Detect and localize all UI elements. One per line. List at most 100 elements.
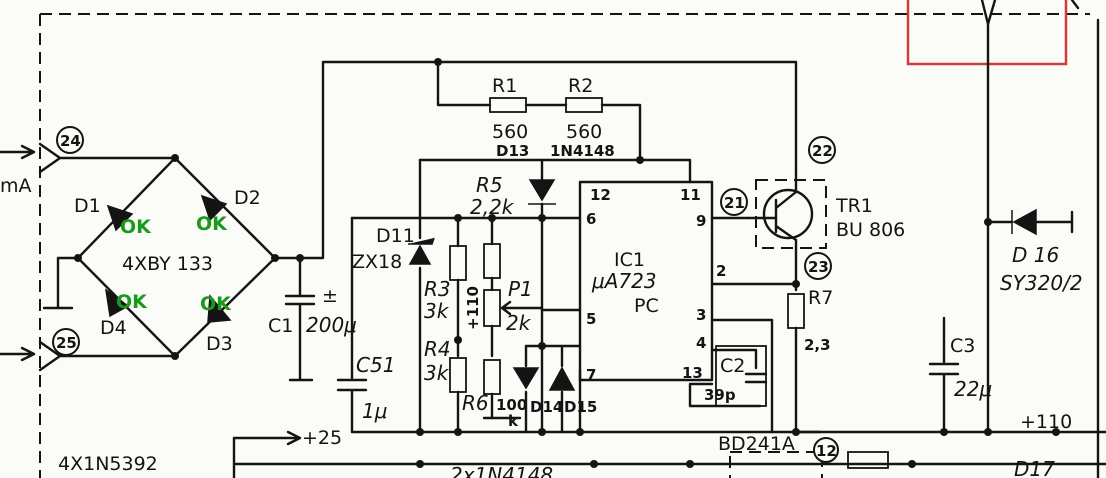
r2-label: R2: [568, 75, 593, 97]
node-110-1056: [1052, 428, 1060, 436]
r4-value-label: 3k: [424, 361, 450, 385]
d14-label: D14: [530, 398, 563, 416]
terminal-22: [808, 136, 836, 164]
c2-plates: [688, 372, 768, 408]
pin-13-label: 13: [682, 364, 703, 382]
top-connector-lines: [980, 0, 1080, 26]
wire-pin4: [710, 348, 758, 370]
tr1-type-label: BU 806: [836, 219, 905, 241]
d11-type-label: ZX18: [352, 251, 402, 273]
node-bus-pin11: [636, 156, 644, 164]
zener-d11-symbol: [408, 237, 435, 265]
wire-d14-d15: [524, 344, 582, 434]
terminal-24-label: 24: [60, 132, 81, 150]
tr1-body: [762, 188, 814, 240]
node-d16: [984, 218, 992, 226]
terminal-25: [52, 328, 80, 356]
resistor-r2: [565, 97, 603, 113]
diode-d2-symbol: [200, 194, 228, 222]
c1-capacitor: [284, 256, 316, 382]
c1-plus-label: ±: [322, 285, 338, 307]
pin-12-label: 12: [590, 186, 611, 204]
resistor-r7: [787, 293, 805, 329]
ic1-body: [578, 180, 714, 382]
ground-left: [42, 256, 80, 310]
ic1-pkg-label: PC: [634, 295, 659, 317]
pin-7-label: 7: [586, 366, 596, 384]
diode-d1-symbol: [106, 204, 134, 232]
resistor-r5: [483, 243, 501, 279]
c2-value-label: 39p: [704, 386, 736, 404]
node-bottom-row-912: [908, 460, 916, 468]
node-bottom-580: [576, 428, 584, 436]
d3-label: D3: [206, 333, 233, 355]
input-arrow-25: [0, 340, 177, 372]
d16-label: D 16: [1012, 243, 1059, 267]
diode-d14-symbol: [512, 367, 540, 390]
pin-6-label: 6: [586, 210, 596, 228]
r7-label: R7: [808, 287, 833, 309]
wire-c51: [336, 216, 368, 434]
r6-label: R6: [462, 391, 489, 415]
terminal-21-label: 21: [724, 194, 745, 212]
d1-label: D1: [74, 195, 101, 217]
diode-d16-symbol: [1011, 208, 1037, 236]
diode-d3-symbol: [207, 294, 232, 323]
pin-9-label: 9: [696, 212, 706, 230]
bridge-type-label: 4XBY 133: [122, 253, 213, 275]
node-d14-d15: [538, 342, 546, 350]
wire-bus-160: [418, 158, 692, 184]
pin-3-label: 3: [696, 306, 706, 324]
diode-d13-symbol: [528, 179, 556, 205]
ma-label: mA: [0, 175, 32, 197]
terminal-12-label: 12: [816, 442, 837, 460]
bottom-resistor: [847, 451, 889, 469]
r3-value-label: 3k: [424, 299, 450, 323]
p1-value-label: 2k: [506, 311, 532, 335]
pin-4-label: 4: [696, 334, 706, 352]
ic1-type-label: μA723: [591, 269, 657, 293]
r1-label: R1: [492, 75, 517, 97]
c3-capacitor: [928, 316, 960, 434]
d17-label: D17: [1014, 457, 1055, 478]
r7-value-label: 2,3: [804, 336, 831, 354]
ic1-label: IC1: [614, 249, 645, 271]
terminal-23: [804, 252, 832, 280]
r6-k-label: k: [508, 412, 519, 430]
node-bottom-row-690: [686, 460, 694, 468]
wire-plus25: [232, 430, 302, 478]
wire-bridge-to-rail: [273, 60, 798, 260]
terminal-23-label: 23: [808, 258, 829, 276]
diode-2x-label: 2x1N4148: [450, 463, 553, 478]
resistor-r3: [449, 245, 467, 281]
node-pin2-r7: [792, 280, 800, 288]
c1-label: C1: [268, 315, 293, 337]
node-bottom-542: [538, 428, 546, 436]
pin-5-label: 5: [586, 310, 596, 328]
c51-label: C51: [356, 353, 395, 377]
bd241-label: BD241A: [718, 433, 795, 455]
ok-mark-d1: OK: [120, 216, 152, 238]
terminal-21: [720, 188, 748, 216]
d16-type-label: SY320/2: [1000, 271, 1083, 295]
ok-mark-d2: OK: [196, 213, 228, 235]
node-bridge-top: [171, 154, 179, 162]
resistor-r6: [483, 359, 501, 395]
r5-value-label: 2,2k: [470, 195, 515, 219]
r6-value-label: 100: [496, 396, 527, 414]
wire-pin3: [710, 318, 774, 434]
r4-label: R4: [424, 337, 451, 361]
resistor-r1: [489, 97, 527, 113]
d13-type-label: 1N4148: [550, 142, 615, 160]
potentiometer-p1: [483, 289, 501, 327]
r110-label: +110: [464, 286, 482, 330]
input-arrow-24: [0, 142, 177, 174]
node-r3-top: [454, 214, 462, 222]
v110-label: +110: [1020, 411, 1072, 433]
terminal-12: [813, 437, 839, 463]
pin-11-label: 11: [680, 186, 701, 204]
node-bridge-bottom: [171, 352, 179, 360]
node-bottom-row-594: [590, 460, 598, 468]
terminal-22-label: 22: [812, 142, 833, 160]
